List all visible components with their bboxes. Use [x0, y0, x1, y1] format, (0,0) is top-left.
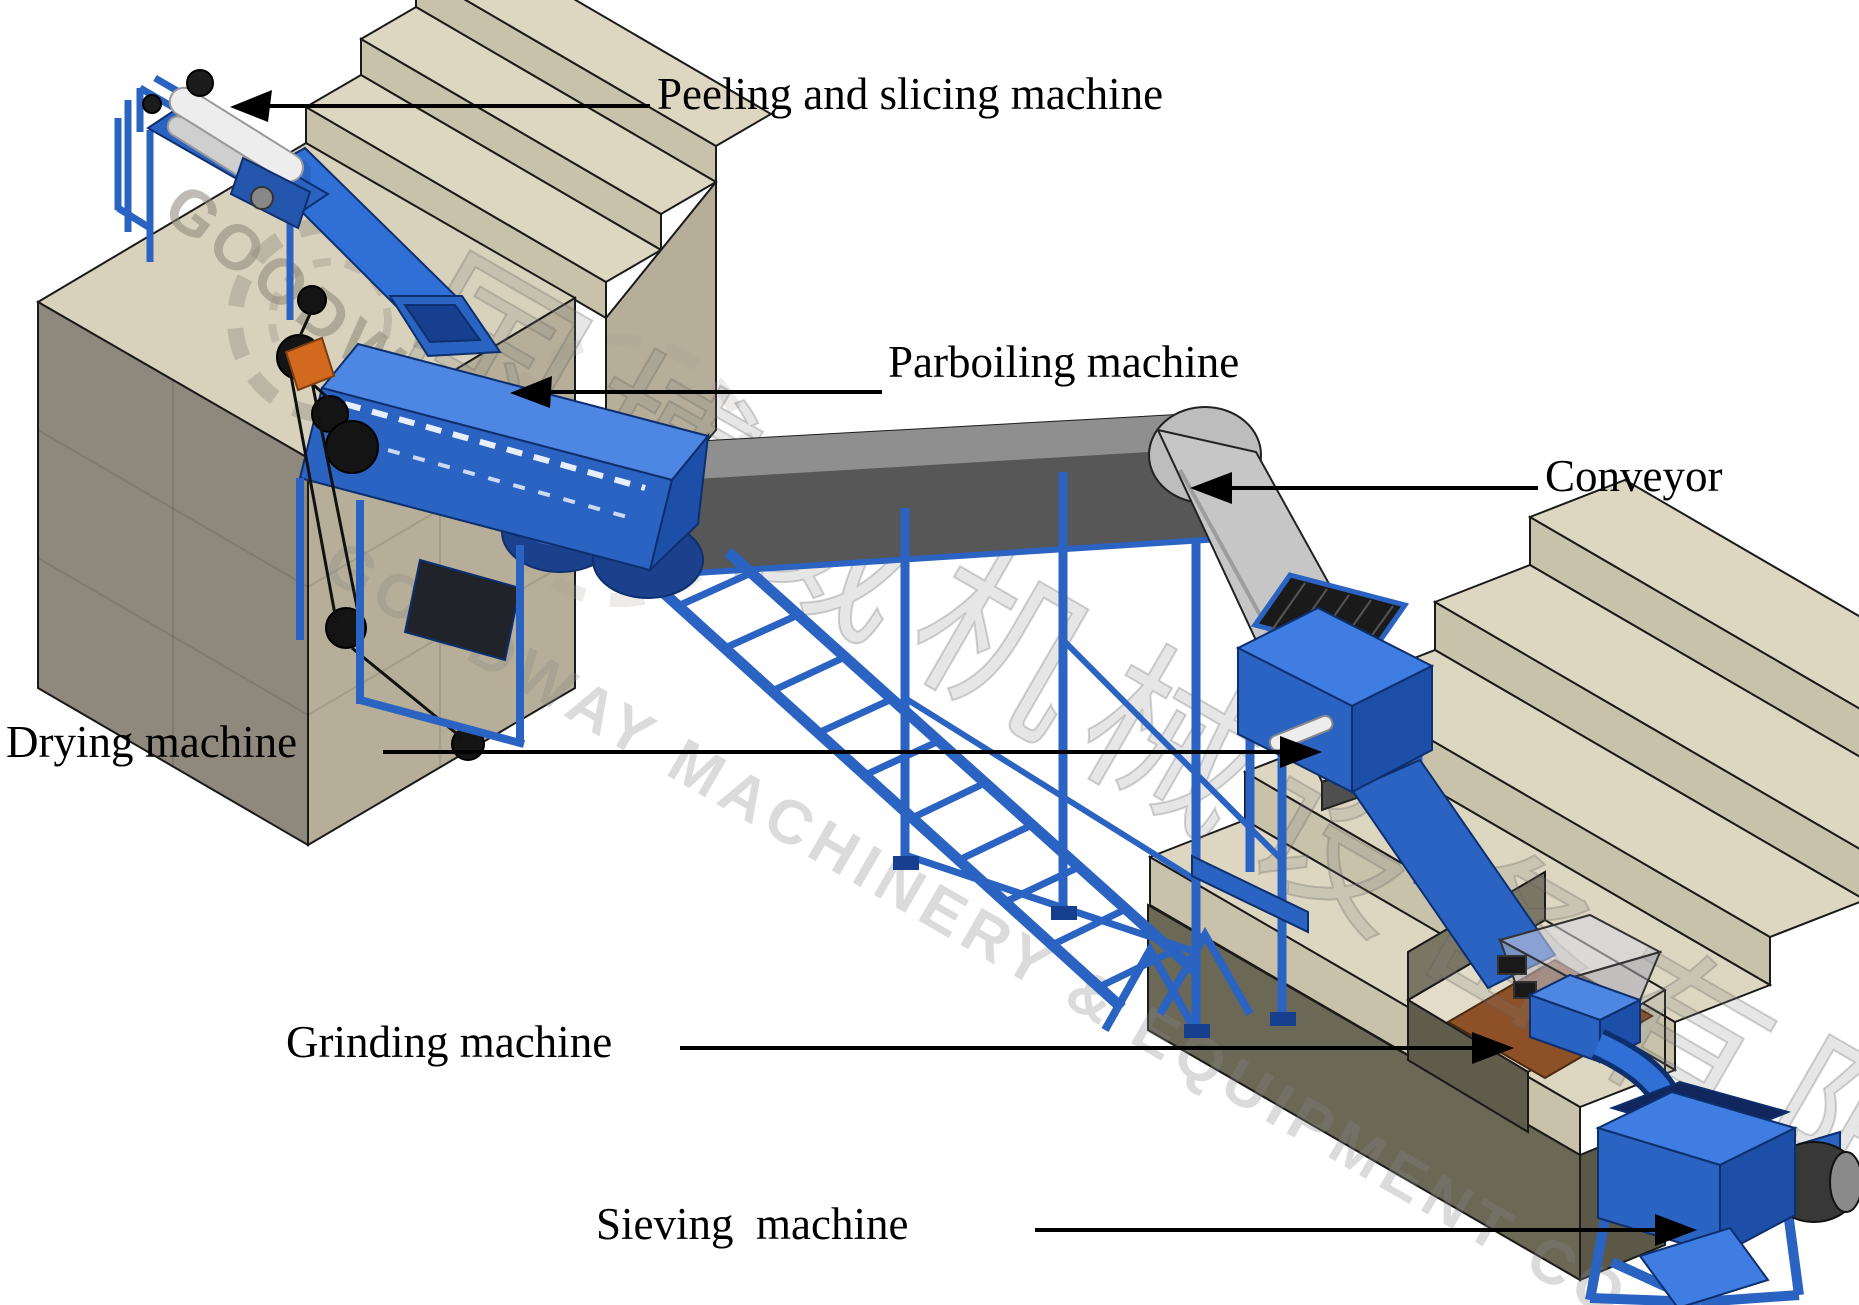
- label-sieving-machine: Sieving machine: [596, 1199, 909, 1249]
- parboiling-machine: [260, 146, 710, 761]
- label-drying-machine: Drying machine: [6, 717, 298, 767]
- arrowhead-peeling: [230, 90, 272, 122]
- peeling-slicing-machine: [114, 69, 330, 320]
- label-peeling-slicing-machine: Peeling and slicing machine: [657, 69, 1164, 119]
- annotation-arrows: [230, 90, 1697, 1246]
- arrowhead-parboiling: [510, 376, 552, 408]
- arrowhead-grinding: [1472, 1032, 1514, 1064]
- label-parboiling-machine: Parboiling machine: [888, 337, 1240, 387]
- arrowhead-drying: [1280, 736, 1322, 768]
- label-grinding-machine: Grinding machine: [286, 1017, 613, 1067]
- sieving-machine: [1585, 1080, 1859, 1305]
- arrowhead-sieving: [1655, 1214, 1697, 1246]
- arrowhead-conveyor: [1190, 472, 1232, 504]
- label-conveyor: Conveyor: [1545, 451, 1723, 501]
